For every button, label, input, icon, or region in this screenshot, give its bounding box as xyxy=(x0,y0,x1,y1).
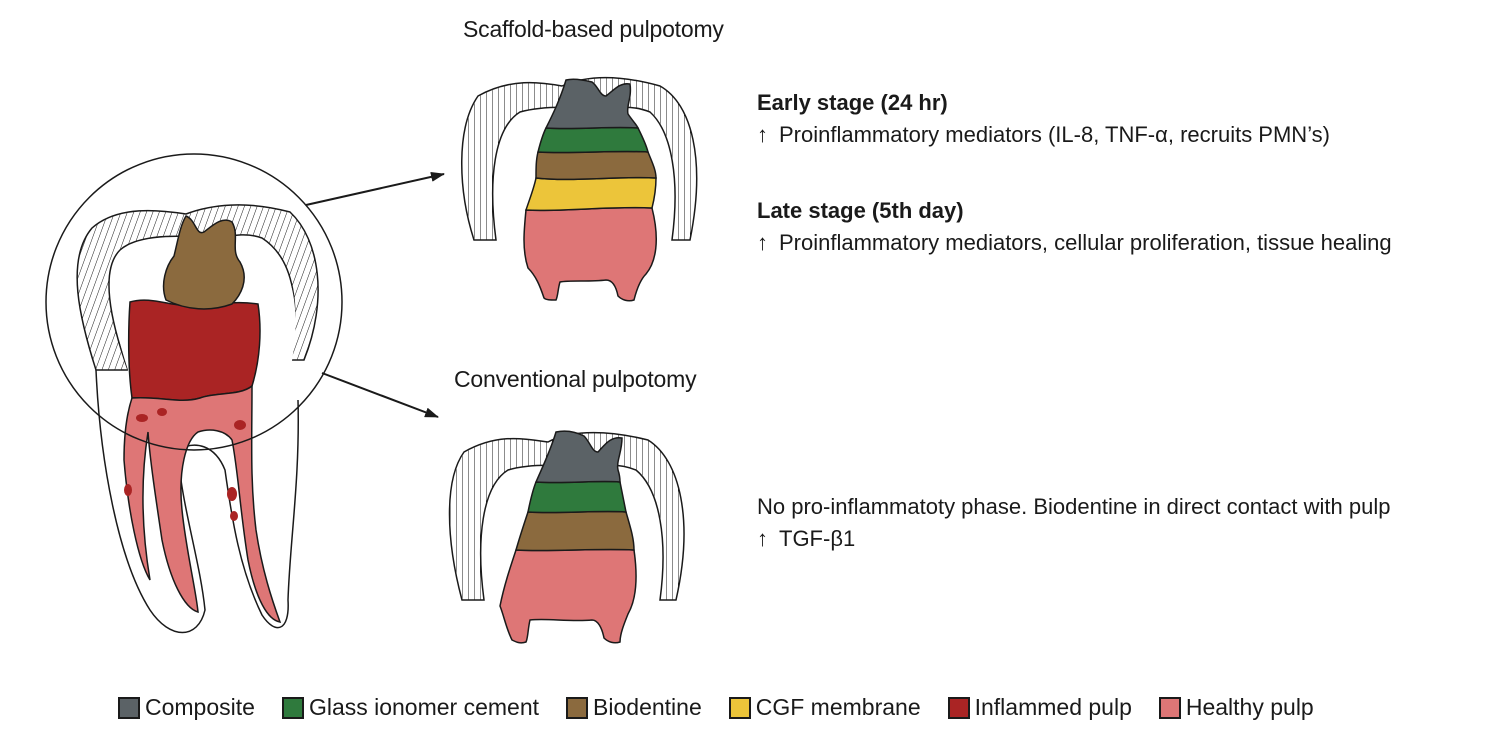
conventional-composite xyxy=(534,430,623,484)
inflamed-specks xyxy=(124,408,246,521)
legend: Composite Glass ionomer cement Biodentin… xyxy=(118,694,1341,721)
healthy-pulp-canals xyxy=(123,384,282,623)
conventional-glass-ionomer xyxy=(527,480,627,514)
conventional-enamel xyxy=(448,431,685,601)
conventional-biodentine xyxy=(515,510,635,552)
legend-item-healthy-pulp: Healthy pulp xyxy=(1158,694,1314,721)
legend-swatch xyxy=(566,696,589,719)
scaffold-biodentine xyxy=(535,150,657,181)
full-tooth-illustration xyxy=(45,153,343,634)
early-stage-note: Early stage (24 hr) ↑ Proinflammatory med… xyxy=(757,90,1330,148)
scaffold-healthy-pulp xyxy=(523,206,657,302)
legend-swatch xyxy=(947,696,970,719)
legend-label: Glass ionomer cement xyxy=(308,694,540,720)
early-stage-heading: Early stage (24 hr) xyxy=(757,90,948,115)
legend-item-glass-ionomer: Glass ionomer cement xyxy=(281,694,540,721)
late-stage-heading: Late stage (5th day) xyxy=(757,198,964,223)
legend-label: Healthy pulp xyxy=(1185,694,1314,720)
arrow-to-conventional xyxy=(321,372,439,418)
early-stage-text: Proinflammatory mediators (IL-8, TNF-α, … xyxy=(779,122,1331,147)
legend-swatch xyxy=(118,696,140,719)
legend-swatch xyxy=(281,696,304,719)
conventional-title: Conventional pulpotomy xyxy=(454,366,697,392)
legend-label: Biodentine xyxy=(593,694,702,720)
legend-item-inflamed-pulp: Inflammed pulp xyxy=(947,694,1132,721)
arrow-to-scaffold xyxy=(305,171,445,206)
scaffold-enamel xyxy=(461,76,698,241)
legend-label: Composite xyxy=(145,694,255,720)
legend-item-cgf-membrane: CGF membrane xyxy=(728,694,921,721)
conventional-tooth-illustration xyxy=(448,430,685,644)
scaffold-glass-ionomer xyxy=(537,126,649,154)
scaffold-composite xyxy=(544,78,640,130)
scaffold-title: Scaffold-based pulpotomy xyxy=(463,16,724,42)
legend-swatch xyxy=(728,696,751,719)
biodentine-plug xyxy=(162,215,245,310)
conventional-note-text: No pro-inflammatoty phase. Biodentine in… xyxy=(757,494,1391,519)
late-stage-note: Late stage (5th day) ↑ Proinflammatory me… xyxy=(757,198,1392,256)
conventional-healthy-pulp xyxy=(499,548,637,644)
legend-item-biodentine: Biodentine xyxy=(566,694,702,721)
legend-swatch xyxy=(1158,696,1181,719)
legend-label: CGF membrane xyxy=(755,694,921,720)
scaffold-cgf-membrane xyxy=(524,176,657,212)
scaffold-tooth-illustration xyxy=(461,76,698,302)
legend-label: Inflammed pulp xyxy=(974,694,1132,720)
tgf-text: TGF-β1 xyxy=(779,526,856,551)
late-stage-text: Proinflammatory mediators, cellular prol… xyxy=(779,230,1392,255)
legend-item-composite: Composite xyxy=(118,694,255,721)
conventional-note: No pro-inflammatoty phase. Biodentine in… xyxy=(757,494,1390,552)
up-arrow-icon: ↑ xyxy=(757,526,768,551)
inflamed-pulp xyxy=(127,299,261,401)
magnifier-circle xyxy=(45,153,343,451)
up-arrow-icon: ↑ xyxy=(757,122,768,147)
tooth-enamel xyxy=(76,204,319,371)
up-arrow-icon: ↑ xyxy=(757,230,768,255)
